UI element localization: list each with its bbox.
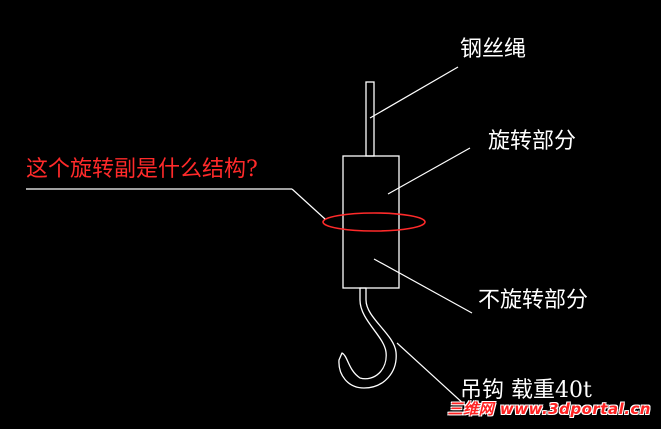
- hook-shape: [338, 287, 397, 389]
- wire-rope: [365, 81, 375, 157]
- hook-label: 吊钩 载重40t: [460, 378, 592, 403]
- nonrotating-leader: [373, 258, 473, 314]
- swivel-block: [342, 155, 400, 289]
- question-label: 这个旋转副是什么结构?: [26, 157, 258, 182]
- wire-rope-label: 钢丝绳: [460, 37, 527, 62]
- watermark: 三维网 www.3dportal.cn: [447, 400, 651, 418]
- rotating-part-label: 旋转部分: [488, 129, 577, 154]
- swivel-ring-highlight: [322, 212, 426, 232]
- non-rotating-part-label: 不旋转部分: [478, 288, 589, 313]
- question-leader: [291, 188, 326, 220]
- hook-leader: [396, 342, 467, 407]
- rotating-leader: [387, 147, 471, 195]
- rope-leader: [369, 66, 459, 119]
